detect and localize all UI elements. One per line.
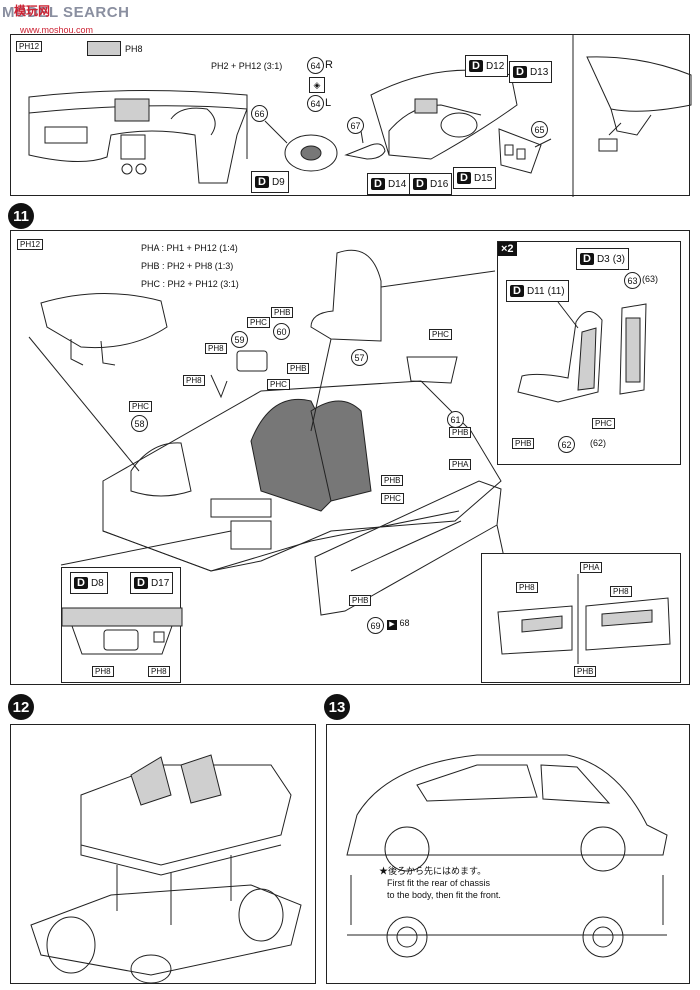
label-phb-3: PHB — [449, 427, 472, 438]
label-phc: PHC — [247, 317, 270, 328]
part-65: 65 — [531, 121, 548, 138]
part-69: 69 — [367, 617, 384, 634]
label-phb-5: PHB — [349, 595, 372, 606]
part-63-alt: (63) — [642, 274, 659, 284]
label-ph8: PH8 — [205, 343, 227, 354]
car-body-drawing — [346, 754, 668, 958]
label-pha: PHA — [580, 562, 603, 573]
label-phc: PHC — [592, 418, 615, 429]
step-12-badge: 12 — [8, 694, 34, 720]
chassis-fit-drawing — [30, 754, 302, 984]
door-panel-drawing — [497, 574, 671, 664]
paint-mix-c: PHC : PH2 + PH12 (3:1) — [141, 279, 239, 289]
part-58: 58 — [131, 415, 148, 432]
part-64-r: 64 — [307, 57, 324, 74]
part-68: 68 — [399, 618, 410, 628]
dashboard-assembly-drawing — [370, 69, 552, 174]
console-drawing — [61, 607, 183, 655]
label-ph8: PH8 — [92, 666, 114, 677]
logo-text: MODEL SEARCH — [2, 4, 130, 21]
right-label: R — [325, 59, 333, 71]
note-english-2: to the body, then fit the front. — [387, 890, 501, 900]
label-phc-4: PHC — [129, 401, 152, 412]
label-pha: PHA — [449, 459, 472, 470]
color-swatch — [87, 41, 121, 56]
part-62-alt: (62) — [590, 438, 607, 448]
label-phc-5: PHC — [381, 493, 404, 504]
note-english-1: First fit the rear of chassis — [387, 878, 491, 888]
panel-step-13: ★後ろから先にはめます。 First fit the rear of chass… — [326, 724, 690, 984]
label-ph8-2: PH8 — [183, 375, 205, 386]
panel-step-12 — [10, 724, 316, 984]
part-63: 63 — [624, 272, 641, 289]
qty-badge: ×2 — [498, 242, 517, 256]
assembly-note: ★後ろから先にはめます。 First fit the rear of chass… — [379, 865, 501, 901]
label-phc-3: PHC — [429, 329, 452, 340]
part-61: 61 — [447, 411, 464, 428]
watermark-top: 模玩网 — [14, 4, 51, 18]
part-64-l: 64 — [307, 95, 324, 112]
paint-code-ph8: PH8 — [125, 44, 143, 54]
part-60: 60 — [273, 323, 290, 340]
part-59: 59 — [231, 331, 248, 348]
part-62: 62 — [558, 436, 575, 453]
part-67: 67 — [347, 117, 364, 134]
label-phb: PHB — [574, 666, 597, 677]
part-57: 57 — [351, 349, 368, 366]
step-11-badge: 11 — [8, 203, 34, 229]
label-phb: PHB — [271, 307, 294, 318]
label-phb: PHB — [512, 438, 535, 449]
dashboard-front-drawing — [28, 89, 248, 184]
note-japanese: ★後ろから先にはめます。 — [379, 866, 487, 876]
paint-code-ph12: PH12 — [16, 41, 43, 52]
step-13-badge: 13 — [324, 694, 350, 720]
paint-mix-b: PHB : PH2 + PH8 (1:3) — [141, 261, 234, 271]
panel-step-11: PH12 PHA : PH1 + PH12 (1:4) PHB : PH2 + … — [10, 230, 690, 685]
dashboard-underside-drawing — [572, 35, 692, 197]
paint-mix-a: PHA : PH1 + PH12 (1:4) — [141, 243, 238, 253]
left-label: L — [325, 97, 332, 109]
watermark-url: www.moshou.com — [20, 25, 94, 35]
site-logo: MODEL SEARCH — [2, 4, 129, 21]
part-66: 66 — [251, 105, 268, 122]
label-ph8-2: PH8 — [148, 666, 170, 677]
paint-code-ph12: PH12 — [17, 239, 44, 250]
label-phb-2: PHB — [287, 363, 310, 374]
steering-wheel-drawing — [264, 120, 386, 172]
label-phc-2: PHC — [267, 379, 290, 390]
label-ph8: PH8 — [516, 582, 538, 593]
interior-assembly-drawing — [28, 249, 508, 616]
inset-door: PHA PH8 PH8 PHB — [481, 553, 681, 683]
paint-mix-label: PH2 + PH12 (3:1) — [211, 61, 283, 71]
mirror-symbol-icon: ◈ — [309, 77, 325, 93]
part-68-label: ▶ 68 — [387, 618, 410, 630]
seat-inset-drawing — [517, 301, 647, 403]
label-ph8-2: PH8 — [610, 586, 632, 597]
label-phb-4: PHB — [381, 475, 404, 486]
mirror-symbol-icon: ▶ — [387, 620, 397, 630]
